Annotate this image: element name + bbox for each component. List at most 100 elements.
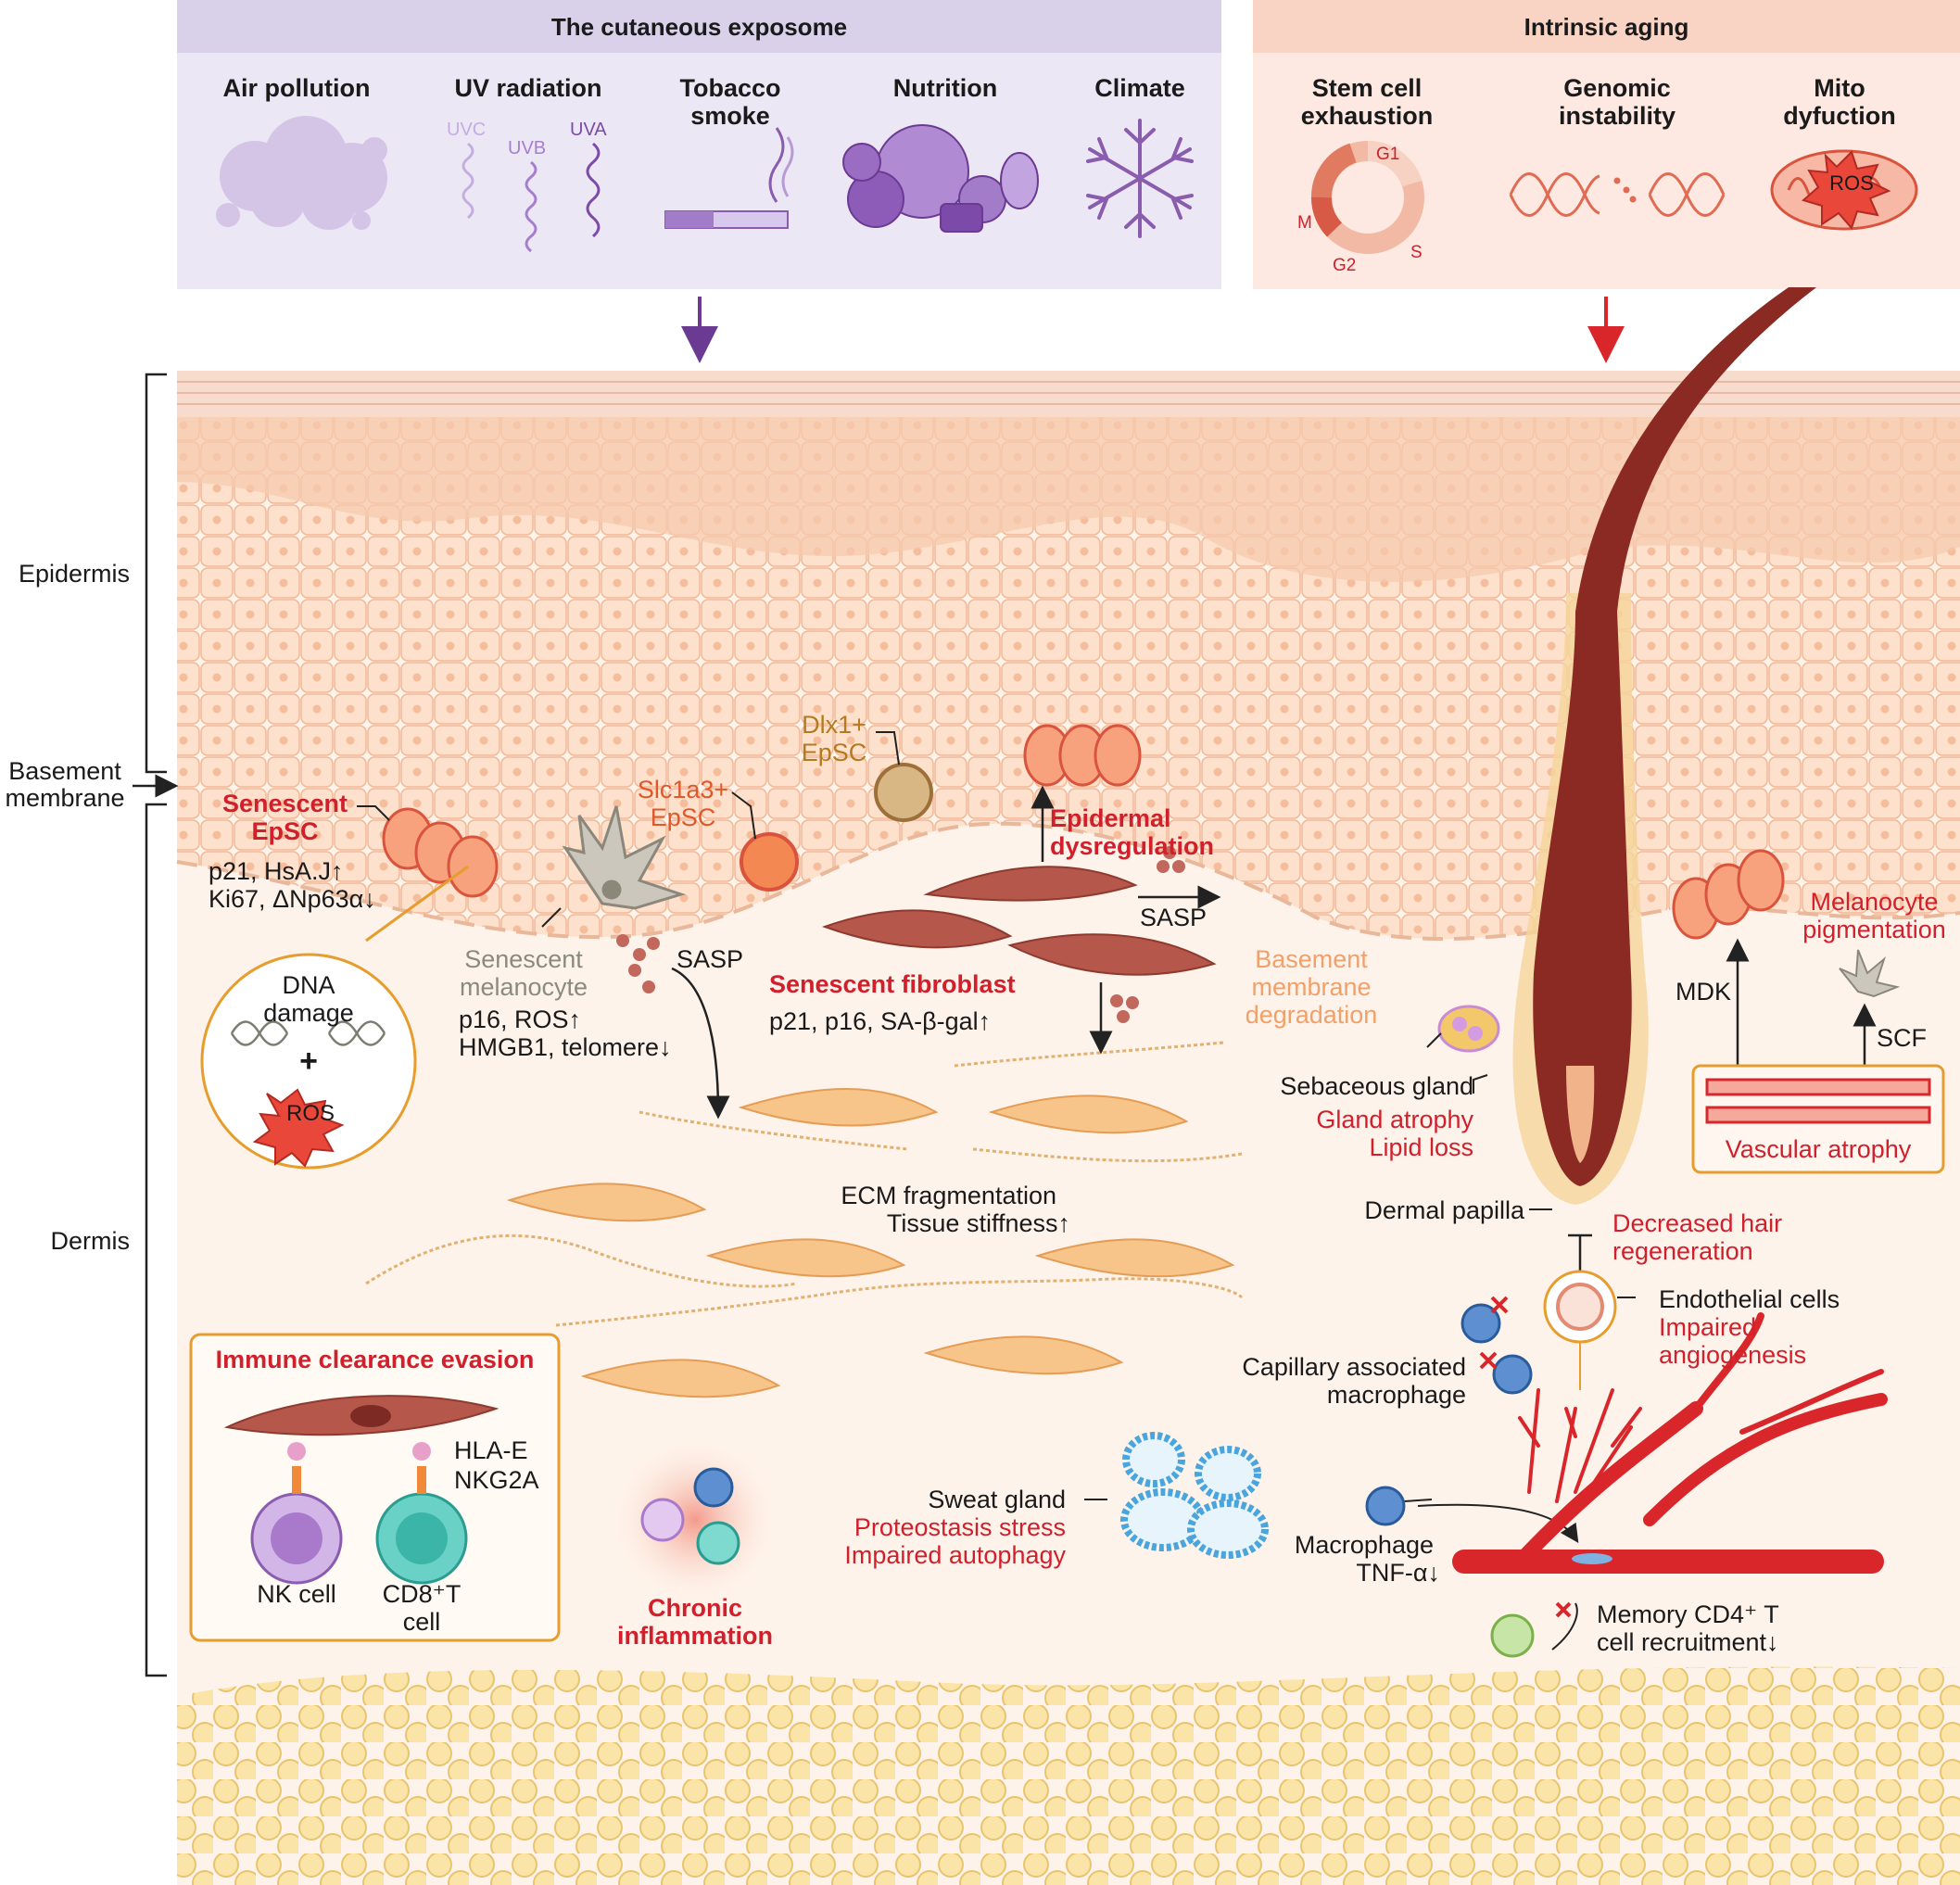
epsc-markers-1: p21, HsA.J↑ (209, 857, 344, 885)
sebaceous-gland-label: Sebaceous gland (1280, 1072, 1473, 1100)
memory-t-label: Memory CD4⁺ T (1597, 1600, 1779, 1628)
cell-cycle-m: M (1297, 213, 1312, 233)
uv-radiation-label: UV radiation (454, 74, 602, 102)
fat-layer (177, 1666, 1960, 1885)
chronic-inflammation-label: Chronic inflammation (616, 1594, 773, 1650)
ecm-fibers (365, 1041, 1244, 1327)
tobacco-smoke-icon (664, 127, 794, 229)
epidermal-dysregulation-cells (1023, 724, 1142, 787)
ros-label: ROS (285, 1101, 335, 1126)
sweat-gland-label: Sweat gland (928, 1486, 1066, 1513)
vascular-atrophy-label: Vascular atrophy (1725, 1135, 1912, 1163)
genomic-instability-dna-icon (1509, 172, 1726, 217)
chronic-inflammation-cluster (612, 1436, 778, 1603)
impaired-angiogenesis-label: Impaired angiogenesis (1659, 1313, 1807, 1369)
mito-ros-label: ROS (1829, 171, 1874, 195)
intrinsic-title: Intrinsic aging (1524, 13, 1689, 41)
cell-cycle-icon (1310, 140, 1424, 254)
capillary-macrophages (1461, 1303, 1533, 1395)
impaired-autophagy-label: Impaired autophagy (844, 1541, 1066, 1569)
senescent-melanocyte-label: Senescent melanocyte (459, 945, 588, 1001)
hla-e-label: HLA-E (454, 1436, 528, 1464)
climate-label: Climate (1094, 74, 1185, 102)
air-pollution-label: Air pollution (222, 74, 371, 102)
nk-cell-label: NK cell (257, 1580, 336, 1608)
tobacco-smoke-label: Tobacco smoke (679, 74, 781, 130)
dna-damage-label: DNA damage (263, 971, 354, 1027)
melanocyte-markers-1: p16, ROS↑ (459, 1006, 582, 1033)
hair-regeneration-label: Decreased hair regeneration (1612, 1209, 1783, 1265)
basement-degradation-label: Basement membrane degradation (1245, 945, 1378, 1029)
immune-evasion-title: Immune clearance evasion (215, 1346, 535, 1373)
mdk-label: MDK (1675, 978, 1731, 1006)
tnf-alpha-label: TNF-α↓ (1356, 1559, 1440, 1587)
macrophage-label: Macrophage (1294, 1531, 1434, 1559)
endothelial-cells-label: Endothelial cells (1659, 1285, 1840, 1313)
pigmentation-melanocyte (1839, 949, 1901, 998)
lipid-loss-label: Lipid loss (1369, 1133, 1473, 1161)
uvb-label: UVB (508, 138, 547, 158)
proteostasis-label: Proteostasis stress (854, 1513, 1066, 1541)
epidermis-label: Epidermis (18, 560, 130, 588)
hair-follicle (1512, 287, 1816, 1205)
melanocyte-markers-2: HMGB1, telomere↓ (459, 1033, 672, 1061)
senescent-melanocyte-cell (562, 805, 686, 910)
senescent-epsc-cells (382, 807, 499, 898)
crossed-out-marks (1479, 1296, 1572, 1618)
dlx1-epsc-cell (874, 763, 933, 822)
capillary-macrophage-label: Capillary associated macrophage (1242, 1353, 1466, 1409)
basement-membrane-label: Basement membrane (5, 757, 125, 812)
sebaceous-gland (1437, 1005, 1500, 1053)
nutrition-label: Nutrition (892, 74, 998, 102)
mdk-target-cells (1672, 849, 1785, 940)
intrinsic-panel (1253, 0, 1960, 289)
mitochondria-icon (1770, 149, 1918, 231)
recruitment-label: cell recruitment↓ (1597, 1628, 1779, 1656)
cell-cycle-g1: G1 (1376, 145, 1400, 164)
fibroblast-markers: p21, p16, SA-β-gal↑ (769, 1007, 992, 1035)
stem-cell-exhaustion-label: Stem cell exhaustion (1300, 74, 1434, 130)
mito-dysfunction-label: Mito dyfuction (1783, 74, 1896, 130)
senescent-fibroblasts (822, 866, 1217, 976)
slc1a3-epsc-label: Slc1a3+ EpSC (637, 776, 729, 831)
basement-membrane-line (176, 821, 1960, 942)
melanocyte-pigmentation-label: Melanocyte pigmentation (1802, 888, 1946, 943)
epsc-markers-2: Ki67, ΔNp63α↓ (209, 885, 376, 913)
cell-cycle-s: S (1410, 243, 1423, 262)
cd8-t-cell-label: CD8⁺T cell (382, 1580, 462, 1636)
senescent-fibroblast-label: Senescent fibroblast (769, 970, 1016, 998)
epidermal-dysregulation-label: Epidermal dysregulation (1050, 804, 1215, 860)
genomic-instability-label: Genomic instability (1558, 74, 1676, 130)
tnf-macrophage-on-vessel (1572, 1553, 1612, 1564)
endothelial-cross-section (1543, 1270, 1617, 1390)
upper-epidermis-layer (177, 417, 1960, 582)
dermis-label: Dermis (50, 1227, 131, 1255)
air-pollution-icon (216, 116, 387, 230)
exposome-title: The cutaneous exposome (550, 13, 848, 41)
process-arrows (671, 785, 1877, 1120)
sasp-label-right: SASP (1140, 904, 1208, 931)
vascular-atrophy-box (1691, 1064, 1945, 1174)
nkg2a-label: NKG2A (454, 1466, 539, 1494)
climate-snowflake-icon (1086, 119, 1194, 238)
cell-cycle-g2: G2 (1333, 256, 1357, 275)
uvc-label: UVC (447, 120, 487, 140)
senescent-epsc-label: Senescent EpSC (221, 790, 348, 845)
ros-burst-icon (252, 1088, 345, 1168)
sasp-label-left: SASP (677, 945, 744, 973)
uva-label: UVA (570, 120, 607, 140)
blood-vessels (1452, 1312, 1888, 1574)
dermal-papilla-label: Dermal papilla (1364, 1196, 1524, 1224)
tissue-stiffness-label: Tissue stiffness↑ (886, 1209, 1070, 1237)
leader-lines (357, 731, 1636, 1651)
dlx1-epsc-label: Dlx1+ EpSC (801, 711, 867, 766)
macrophage-icon (1365, 1486, 1406, 1526)
plus-sign: + (299, 1044, 318, 1079)
sweat-gland-cluster (1120, 1432, 1269, 1559)
layer-brackets (145, 373, 167, 1677)
ecm-fragmentation-label: ECM fragmentation (841, 1182, 1056, 1209)
immune-evasion-box (189, 1333, 561, 1642)
slc1a3-epsc-cell (740, 832, 799, 892)
